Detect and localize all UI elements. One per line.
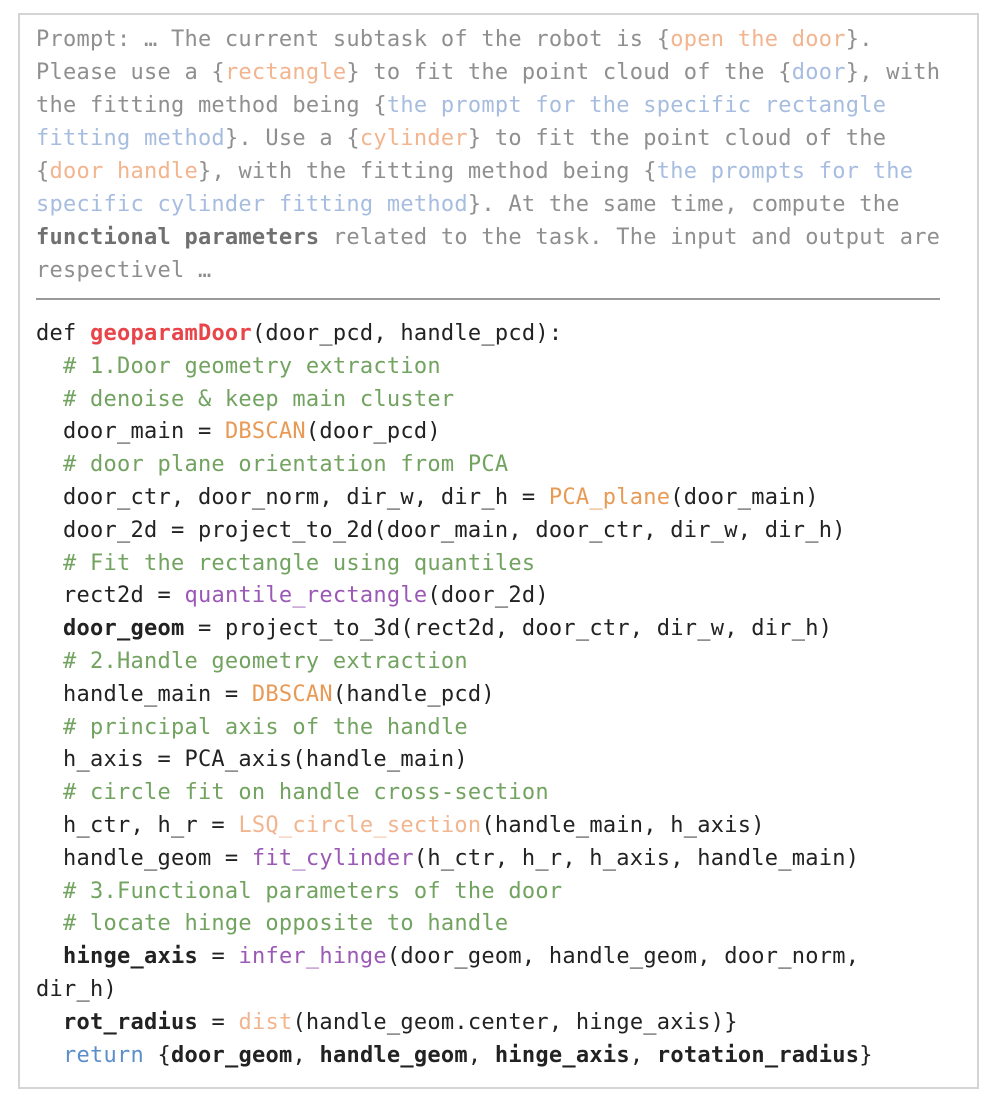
code-text: (handle_geom.center, hinge_axis)} xyxy=(292,1009,738,1035)
code-comment: # principal axis of the handle xyxy=(36,714,468,740)
code-text: = project_to_3d(rect2d, door_ctr, dir_w,… xyxy=(184,616,833,642)
figure-frame: Prompt: … The current subtask of the rob… xyxy=(18,13,979,1089)
call-infer-hinge: infer_hinge xyxy=(238,944,387,970)
code-text: = xyxy=(197,944,239,970)
code-text: h_ctr, h_r = xyxy=(36,812,239,838)
code-line: h_axis = PCA_axis(handle_main) xyxy=(36,747,468,773)
code-text: rect2d = xyxy=(36,583,185,609)
code-text: (door_pcd) xyxy=(305,419,441,445)
function-name: geoparamDoor xyxy=(89,321,252,346)
section-divider xyxy=(36,298,940,300)
code-comment: # 2.Handle geometry extraction xyxy=(36,648,468,674)
code-text: handle_geom = xyxy=(36,845,252,871)
return-hinge-axis: hinge_axis xyxy=(494,1042,630,1068)
code-text: , xyxy=(467,1042,495,1068)
variable-rot-radius: rot_radius xyxy=(63,1009,198,1035)
call-fit-cylinder: fit_cylinder xyxy=(251,845,414,871)
code-text xyxy=(36,1043,63,1068)
method-placeholder-rectangle: the prompt for the specific rectangle fi… xyxy=(36,93,900,151)
code-line: hinge_axis = infer_hinge(door_geom, hand… xyxy=(36,941,961,974)
code-text: (door_geom, handle_geom, door_norm, xyxy=(386,944,860,970)
keyword-return: return xyxy=(63,1042,144,1068)
return-door-geom: door_geom xyxy=(170,1042,293,1068)
code-comment: # locate hinge opposite to handle xyxy=(36,911,509,937)
code-line: door_2d = project_to_2d(door_main, door_… xyxy=(36,517,846,543)
code-line: handle_geom = fit_cylinder(h_ctr, h_r, h… xyxy=(36,843,961,876)
code-line: door_main = DBSCAN(door_pcd) xyxy=(36,416,961,449)
code-text: , xyxy=(629,1042,657,1068)
object-placeholder-handle: door handle xyxy=(49,159,198,184)
variable-hinge-axis: hinge_axis xyxy=(63,944,198,970)
code-line: door_ctr, door_norm, dir_w, dir_h = PCA_… xyxy=(36,482,961,515)
code-text: (h_ctr, h_r, h_axis, handle_main) xyxy=(413,845,860,871)
code-text: { xyxy=(143,1042,171,1068)
prompt-segment: } to fit the point cloud of the { xyxy=(36,126,900,184)
code-text: , xyxy=(292,1042,320,1068)
code-text: (door_main) xyxy=(670,484,819,510)
call-pca-plane: PCA_plane xyxy=(548,484,671,510)
call-quantile-rectangle: quantile_rectangle xyxy=(184,583,428,609)
return-handle-geom: handle_geom xyxy=(319,1042,468,1068)
code-line: door_geom = project_to_3d(rect2d, door_c… xyxy=(36,613,961,646)
prompt-segment: }. Use a { xyxy=(224,126,360,151)
functional-parameters-emphasis: functional parameters xyxy=(36,225,320,250)
code-line: return {door_geom, handle_geom, hinge_ax… xyxy=(36,1040,961,1073)
object-placeholder-door: door xyxy=(791,60,846,85)
code-comment: # 3.Functional parameters of the door xyxy=(36,878,563,904)
call-dbscan: DBSCAN xyxy=(224,419,306,445)
code-text: (door_2d) xyxy=(427,583,549,609)
code-comment: # denoise & keep main cluster xyxy=(36,386,455,412)
code-text: door_main = xyxy=(36,419,225,445)
prompt-segment: related to the task. The input and outpu… xyxy=(36,225,954,283)
code-text: } xyxy=(859,1042,873,1068)
code-text: door_ctr, door_norm, dir_w, dir_h = xyxy=(36,484,549,510)
code-comment: # 1.Door geometry extraction xyxy=(36,353,441,379)
prompt-segment: … The current subtask of the robot is { xyxy=(130,27,671,52)
code-line: rect2d = quantile_rectangle(door_2d) xyxy=(36,580,961,613)
code-block: def geoparamDoor(door_pcd, handle_pcd): … xyxy=(36,318,961,1072)
code-text xyxy=(36,616,63,641)
prompt-label: Prompt: xyxy=(36,27,131,52)
prompt-segment: } to fit the point cloud of the { xyxy=(346,60,792,85)
code-line: h_ctr, h_r = LSQ_circle_section(handle_m… xyxy=(36,810,961,843)
subtask-placeholder: open the door xyxy=(670,27,846,52)
keyword-def: def xyxy=(36,321,90,346)
prompt-segment: }. Please use a { xyxy=(36,27,887,85)
call-dist: dist xyxy=(238,1009,293,1035)
shape-placeholder-cylinder: cylinder xyxy=(359,126,468,151)
code-text: handle_main = xyxy=(36,681,252,707)
method-placeholder-cylinder: the prompts for the specific cylinder fi… xyxy=(36,159,927,217)
code-comment: # door plane orientation from PCA xyxy=(36,452,509,478)
prompt-text: Prompt: … The current subtask of the rob… xyxy=(36,23,961,287)
function-signature: (door_pcd, handle_pcd): xyxy=(251,321,563,346)
code-text: (handle_pcd) xyxy=(332,681,495,707)
call-lsq-circle-section: LSQ_circle_section xyxy=(238,812,482,838)
prompt-segment: }. At the same time, compute the xyxy=(467,192,914,217)
call-dbscan: DBSCAN xyxy=(251,681,333,707)
code-text: (handle_main, h_axis) xyxy=(481,812,765,838)
code-text xyxy=(36,1010,63,1035)
prompt-segment: }, with the fitting method being { xyxy=(36,60,954,118)
prompt-segment: }, with the fitting method being { xyxy=(197,159,657,184)
code-comment: # Fit the rectangle using quantiles xyxy=(36,550,536,576)
variable-door-geom: door_geom xyxy=(63,616,185,642)
code-text xyxy=(36,944,63,969)
code-text: = xyxy=(197,1009,239,1035)
code-line: dir_h) xyxy=(36,976,117,1002)
return-rotation-radius: rotation_radius xyxy=(656,1042,860,1068)
code-line: rot_radius = dist(handle_geom.center, hi… xyxy=(36,1007,961,1040)
code-line: handle_main = DBSCAN(handle_pcd) xyxy=(36,679,961,712)
code-comment: # circle fit on handle cross-section xyxy=(36,780,549,806)
shape-placeholder-rectangle: rectangle xyxy=(224,60,347,85)
code-line: def geoparamDoor(door_pcd, handle_pcd): xyxy=(36,318,961,351)
